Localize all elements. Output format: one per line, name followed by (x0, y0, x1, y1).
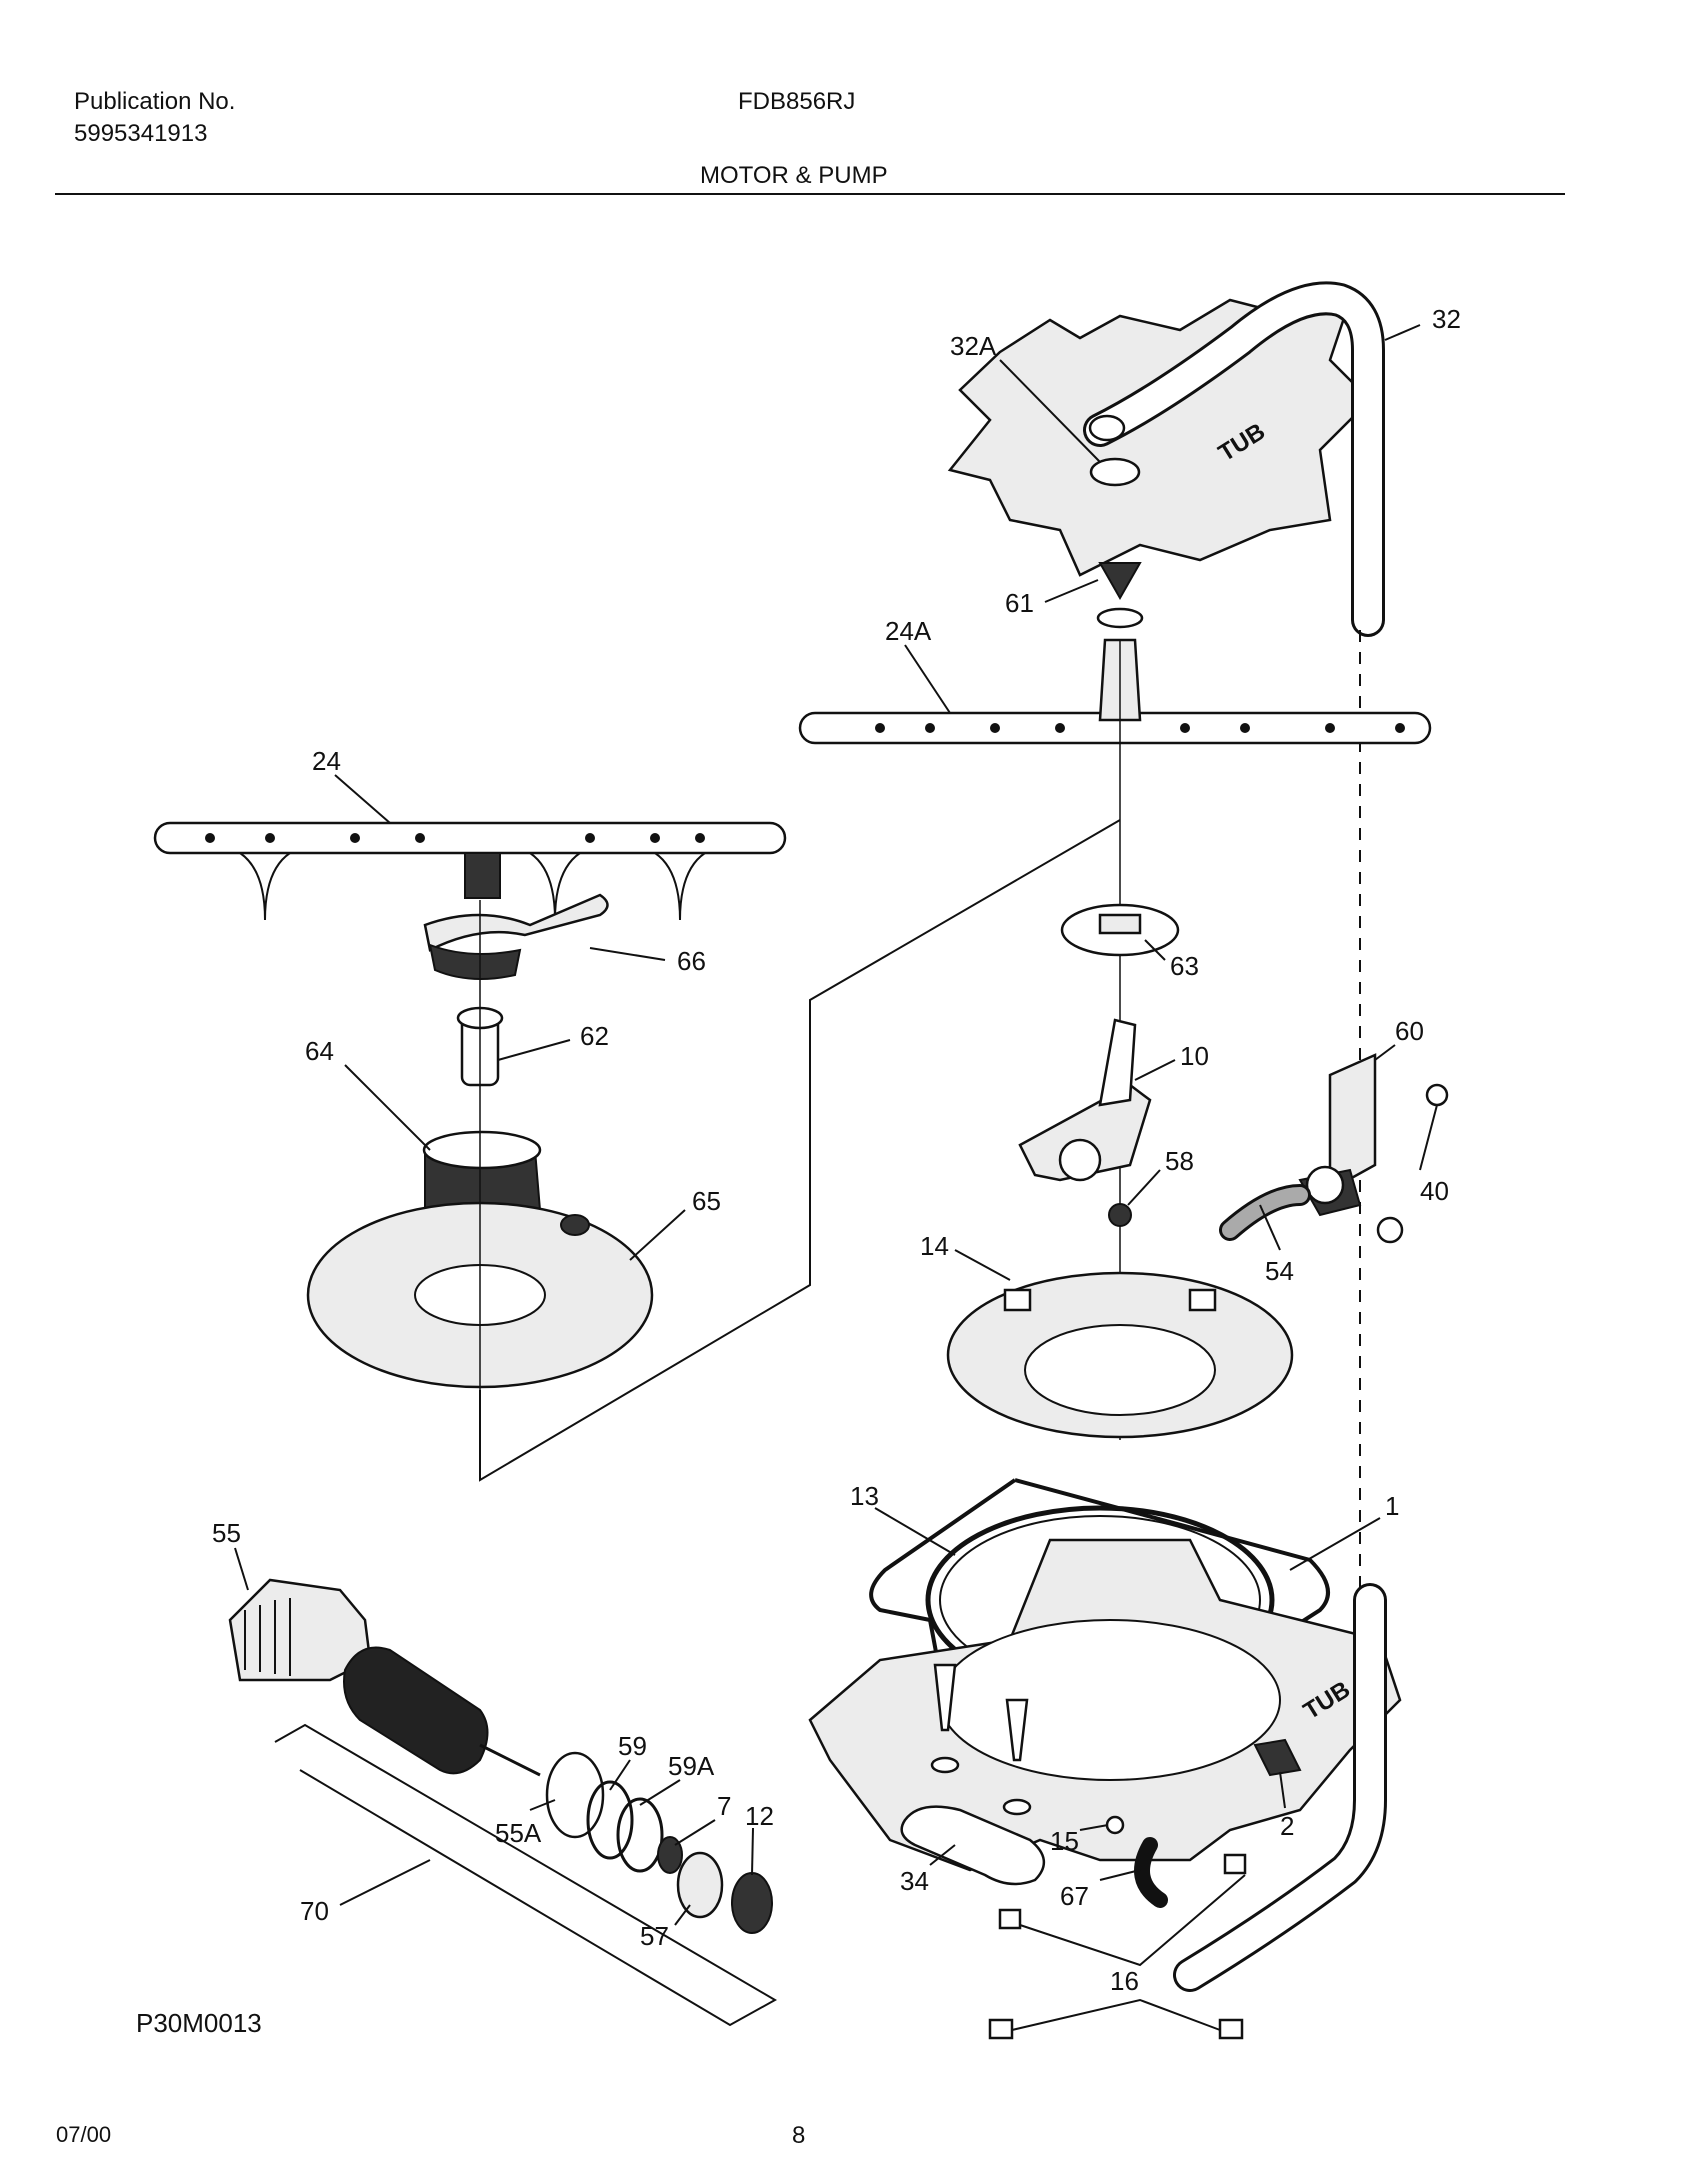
callout-70: 70 (300, 1896, 329, 1926)
callout-12: 12 (745, 1801, 774, 1831)
callout-32: 32 (1432, 304, 1461, 334)
callout-15: 15 (1050, 1826, 1079, 1856)
plate-34 (900, 1805, 1045, 1886)
motor-shaft (479, 1743, 541, 1777)
washer-left (930, 1756, 960, 1774)
ring-59a (616, 1797, 664, 1873)
callout-59a: 59A (668, 1751, 715, 1781)
valve-60 (1328, 1053, 1377, 1193)
callout-61: 61 (1005, 588, 1034, 618)
callout-16: 16 (1110, 1966, 1139, 1996)
clip-16a (998, 1908, 1022, 1930)
footer-date: 07/00 (56, 2122, 112, 2147)
housing-57 (676, 1851, 724, 1919)
callout-32a: 32A (950, 331, 997, 361)
callout-60: 60 (1395, 1016, 1424, 1046)
pump-housing-14-tab-r (1188, 1288, 1217, 1312)
drain-tube-inner (1176, 1586, 1384, 1989)
motor-bracket-70 (274, 1723, 778, 2027)
callout-65: 65 (692, 1186, 721, 1216)
leader-lines (234, 324, 1438, 1926)
model-number: FDB856RJ (738, 88, 856, 115)
callout-63: 63 (1170, 951, 1199, 981)
callout-labels: 32A 32 61 24A 24 66 62 64 65 63 10 60 58… (212, 304, 1461, 1996)
heater-1 (869, 1478, 1330, 1703)
impeller-12 (731, 1872, 773, 1934)
washer-right (1002, 1798, 1032, 1816)
motor-cover-55 (228, 1578, 372, 1682)
ball-58 (1108, 1203, 1132, 1227)
callout-57: 57 (640, 1921, 669, 1951)
tub-wall-upper (947, 297, 1372, 577)
filter-65-boss (560, 1214, 590, 1236)
callout-10: 10 (1180, 1041, 1209, 1071)
callout-34: 34 (900, 1866, 929, 1896)
seal-7 (657, 1836, 683, 1874)
callout-64: 64 (305, 1036, 334, 1066)
upper-arm-holes (875, 723, 1405, 733)
hose-67 (1134, 1837, 1168, 1908)
lower-arm-legs (239, 852, 706, 921)
bracket-2 (1253, 1738, 1302, 1777)
page-number: 8 (792, 2122, 806, 2149)
callout-67: 67 (1060, 1881, 1089, 1911)
bolt-right (1005, 1698, 1029, 1762)
ring-59 (586, 1780, 634, 1860)
motor-cover-fins (244, 1598, 291, 1676)
clip-16-leaders (1011, 1874, 1246, 2031)
part-10-post (1098, 1018, 1137, 1107)
callout-54: 54 (1265, 1256, 1294, 1286)
lower-arm-holes (205, 833, 705, 843)
part-66-screen (428, 943, 522, 980)
nozzle-61 (1098, 562, 1142, 601)
callout-66: 66 (677, 946, 706, 976)
bracket-left (479, 819, 1121, 1482)
motor-armature (343, 1646, 489, 1775)
callout-62: 62 (580, 1021, 609, 1051)
header-rule (55, 193, 1565, 195)
hose-54-inner (1222, 1187, 1308, 1238)
valve-60-port (1305, 1165, 1345, 1205)
clip-16d (1218, 2018, 1244, 2040)
part-66 (423, 893, 609, 952)
callout-7: 7 (717, 1791, 731, 1821)
reference-code: P30M0013 (136, 2008, 262, 2038)
tube-32-inner (1086, 284, 1382, 634)
grommet-32a (1089, 457, 1141, 487)
callout-2: 2 (1280, 1811, 1294, 1841)
lower-spray-arm (153, 821, 787, 855)
callout-24: 24 (312, 746, 341, 776)
clamp-40b (1376, 1216, 1404, 1244)
callout-58: 58 (1165, 1146, 1194, 1176)
tube-32-end (1088, 414, 1126, 442)
nozzle-ring (1096, 607, 1144, 629)
bolt-left (933, 1663, 957, 1732)
part-64-top (422, 1130, 542, 1170)
publication-number: 5995341913 (74, 120, 208, 147)
part-63-hub (1098, 913, 1142, 935)
clamp-40a (1425, 1083, 1449, 1107)
callout-24a: 24A (885, 616, 932, 646)
callout-55a: 55A (495, 1818, 542, 1848)
callout-55: 55 (212, 1518, 241, 1548)
clip-16c (988, 2018, 1014, 2040)
part-10-wheel (1058, 1138, 1102, 1182)
callout-59: 59 (618, 1731, 647, 1761)
lower-arm-spindle (464, 852, 501, 899)
tub-opening (939, 1619, 1281, 1781)
callout-40: 40 (1420, 1176, 1449, 1206)
clip-16b (1223, 1853, 1247, 1875)
section-title: MOTOR & PUMP (700, 162, 888, 189)
callout-13: 13 (850, 1481, 879, 1511)
callout-14: 14 (920, 1231, 949, 1261)
publication-label: Publication No. (74, 88, 236, 115)
pump-housing-14-inner (1024, 1324, 1216, 1416)
callout-1: 1 (1385, 1491, 1399, 1521)
pump-housing-14-tab-l (1003, 1288, 1032, 1312)
part-15 (1105, 1815, 1125, 1835)
